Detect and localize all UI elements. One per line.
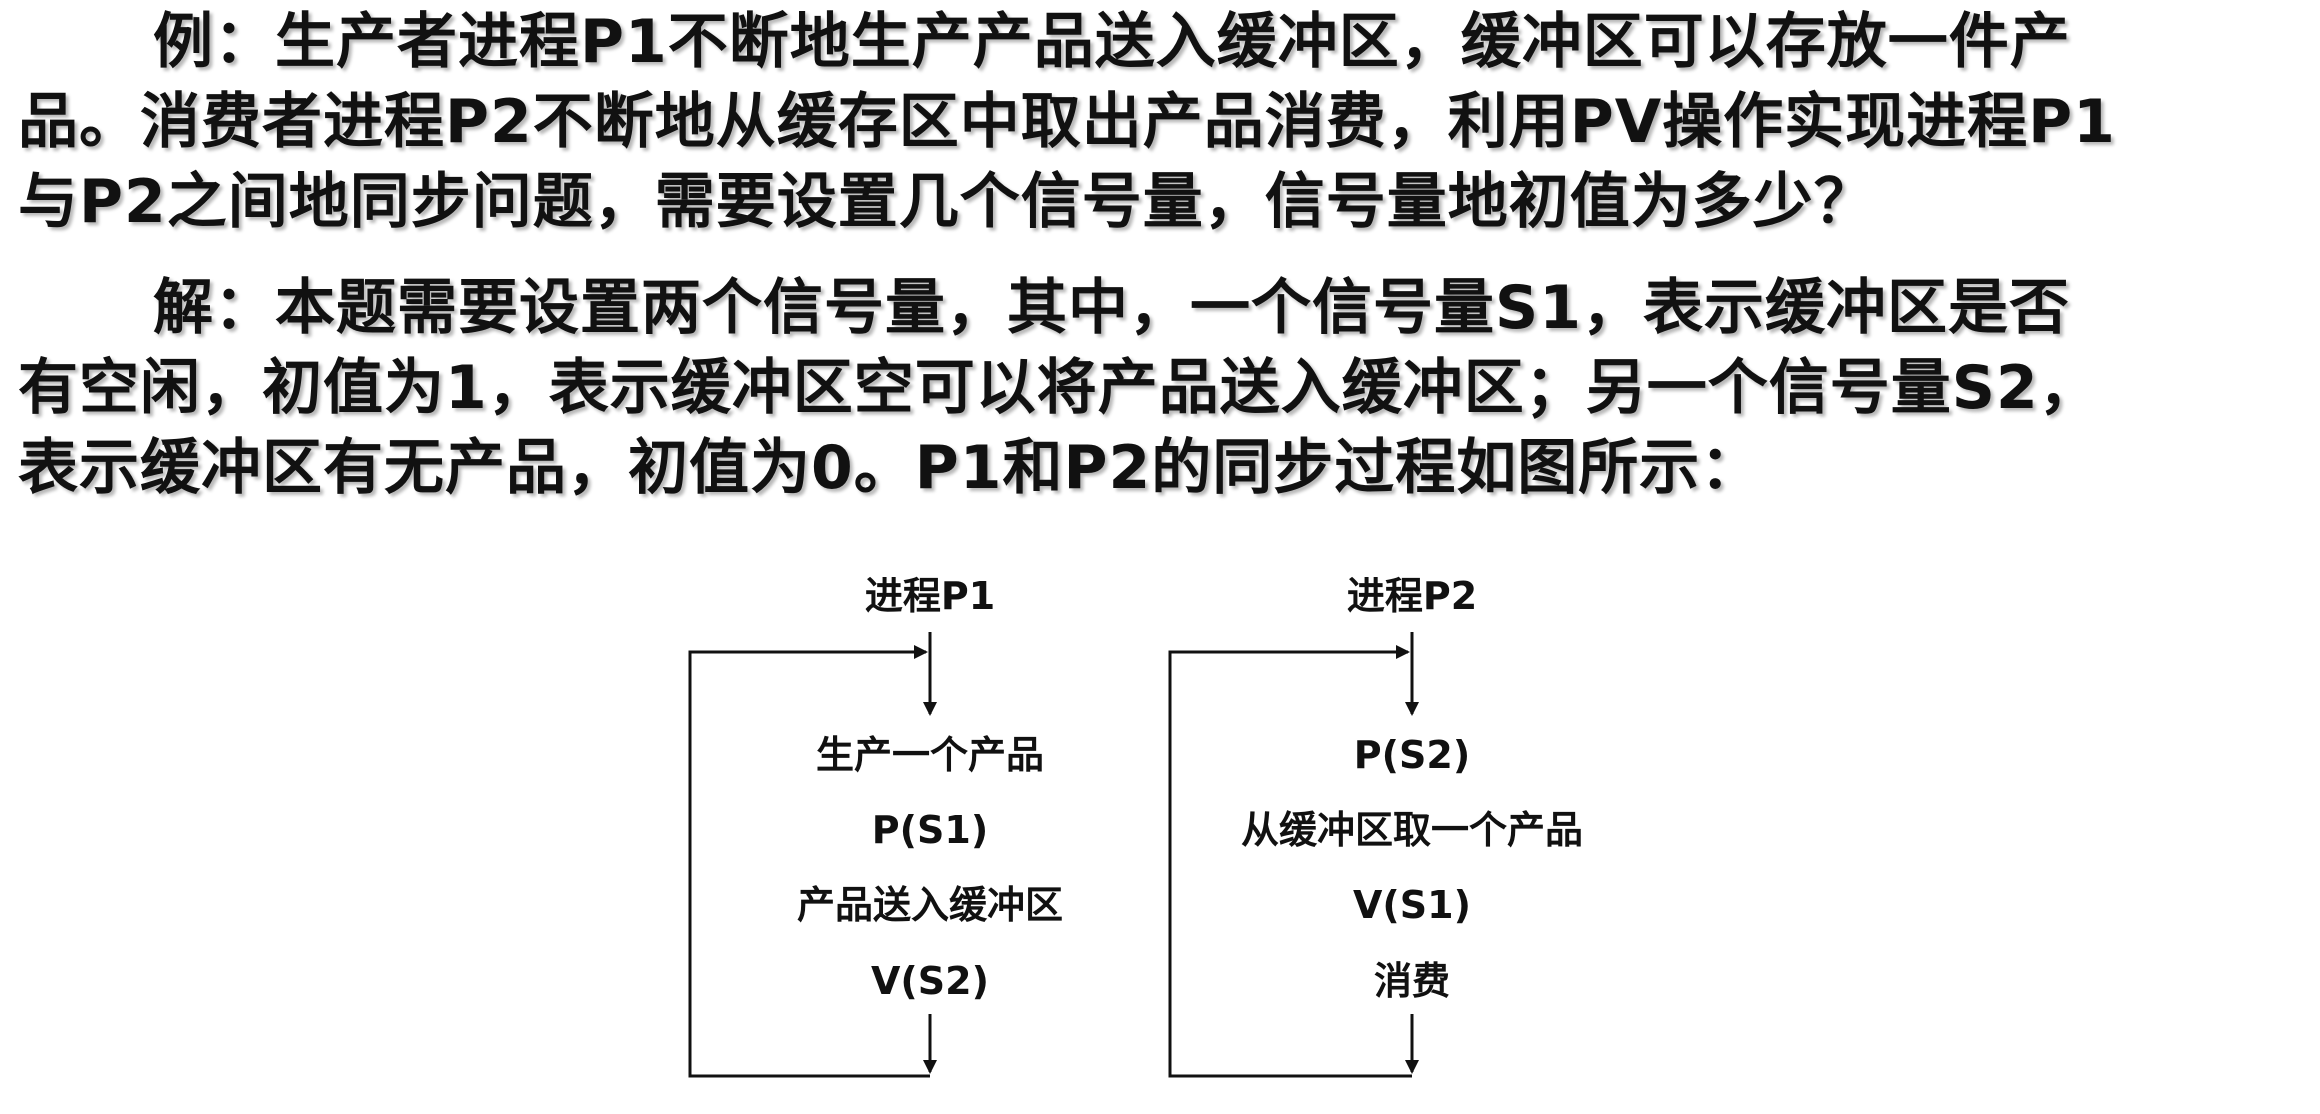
process1-loop (688, 632, 937, 1078)
answer-line-1: 解：本题需要设置两个信号量，其中，一个信号量S1，表示缓冲区是否 (153, 273, 2070, 343)
process1-step-4: V(S2) (871, 959, 989, 1003)
answer-line-3: 表示缓冲区有无产品，初值为0。P1和P2的同步过程如图所示： (18, 433, 1762, 503)
process2-step-1: P(S2) (1353, 733, 1471, 777)
question-line-1: 例：生产者进程P1不断地生产产品送入缓冲区，缓冲区可以存放一件产 (153, 7, 2071, 77)
question-paragraph: 例：生产者进程P1不断地生产产品送入缓冲区，缓冲区可以存放一件产 品。消费者进程… (18, 2, 2308, 242)
answer-paragraph: 解：本题需要设置两个信号量，其中，一个信号量S1，表示缓冲区是否 有空闲，初值为… (18, 268, 2308, 508)
process1-step-2: P(S1) (871, 808, 989, 852)
process2-step-4: 消费 (1373, 959, 1451, 1003)
question-line-2: 品。消费者进程P2不断地从缓存区中取出产品消费，利用PV操作实现进程P1 (18, 87, 2116, 157)
process1-step-1: 生产一个产品 (815, 733, 1045, 777)
process1-return-arrow (688, 645, 930, 1078)
process2-return-arrow (1168, 645, 1412, 1078)
process2-title: 进程P2 (1346, 574, 1478, 618)
process1-step-3: 产品送入缓冲区 (796, 883, 1064, 927)
process2-loop (1168, 632, 1419, 1078)
process2-step-2: 从缓冲区取一个产品 (1240, 808, 1584, 852)
answer-line-2: 有空闲，初值为1，表示缓冲区空可以将产品送入缓冲区；另一个信号量S2， (18, 353, 2100, 423)
question-line-3: 与P2之间地同步问题，需要设置几个信号量，信号量地初值为多少？ (18, 167, 1875, 237)
process2-step-3: V(S1) (1353, 883, 1471, 927)
process1-title: 进程P1 (864, 574, 996, 618)
